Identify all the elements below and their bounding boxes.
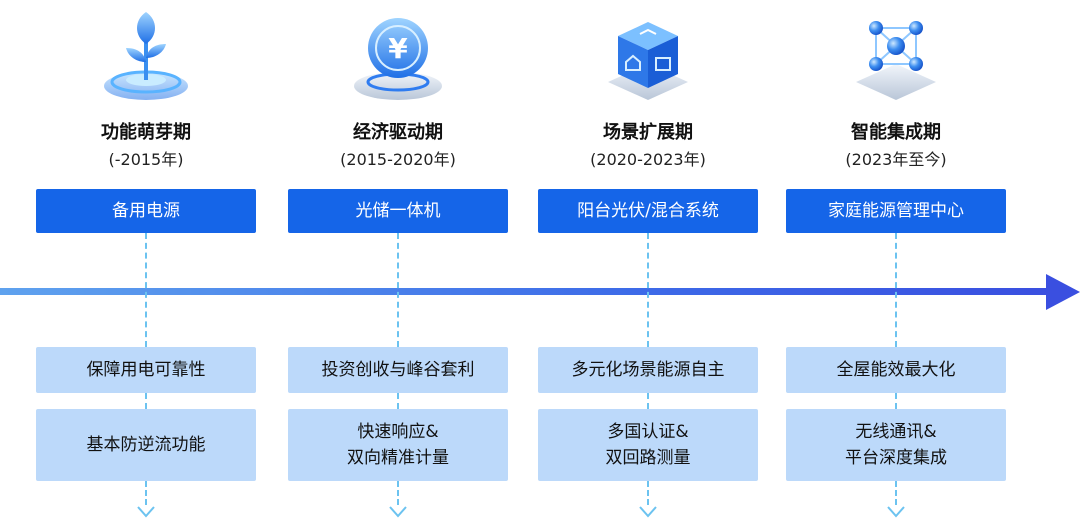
stage-column-1: 功能萌芽期 (-2015年) 备用电源 保障用电可靠性 基本防逆流功能 [36,0,256,522]
stage-column-3: 场景扩展期 (2020-2023年) 阳台光伏/混合系统 多元化场景能源自主 多… [538,0,758,522]
dashed-connector [145,481,147,505]
feature-box: 保障用电可靠性 [36,347,256,393]
timeline-axis [0,288,1050,295]
stage-period: (2020-2023年) [590,150,706,169]
dashed-connector [145,393,147,409]
product-label: 备用电源 [36,189,256,233]
stage-period: (2015-2020年) [340,150,456,169]
chevron-down-icon [887,506,905,518]
stage-column-2: ¥ 经济驱动期 (2015-2020年) 光储一体机 投资创收与峰谷套利 快速响… [288,0,508,522]
product-label: 光储一体机 [288,189,508,233]
feature-box: 快速响应&双向精准计量 [288,409,508,481]
feature-box: 基本防逆流功能 [36,409,256,481]
stage-column-4: 智能集成期 (2023年至今) 家庭能源管理中心 全屋能效最大化 无线通讯&平台… [786,0,1006,522]
dashed-connector [895,393,897,409]
dashed-connector [145,233,147,347]
chevron-down-icon [137,506,155,518]
stage-period: (-2015年) [108,150,184,169]
feature-box: 无线通讯&平台深度集成 [786,409,1006,481]
sprout-on-platform-icon [104,12,188,100]
stage-title: 功能萌芽期 [101,122,191,143]
product-label: 家庭能源管理中心 [786,189,1006,233]
dashed-connector [647,481,649,505]
chevron-down-icon [639,506,657,518]
dashed-connector [895,481,897,505]
dashed-connector [397,393,399,409]
stage-period: (2023年至今) [845,150,947,169]
dashed-connector [895,233,897,347]
yuan-coin-icon: ¥ [354,18,442,100]
feature-box: 投资创收与峰谷套利 [288,347,508,393]
feature-box: 全屋能效最大化 [786,347,1006,393]
stage-title: 场景扩展期 [603,122,693,143]
dashed-connector [647,233,649,347]
feature-box: 多元化场景能源自主 [538,347,758,393]
dashed-connector [397,233,399,347]
product-label: 阳台光伏/混合系统 [538,189,758,233]
chevron-down-icon [389,506,407,518]
feature-box: 多国认证&双回路测量 [538,409,758,481]
stage-title: 经济驱动期 [353,122,443,143]
house-cube-icon [608,22,688,100]
stage-title: 智能集成期 [851,122,941,143]
svg-text:¥: ¥ [388,32,408,65]
dashed-connector [647,393,649,409]
axis-arrow-head-icon [1046,274,1080,310]
network-molecule-icon [856,21,936,100]
dashed-connector [397,481,399,505]
